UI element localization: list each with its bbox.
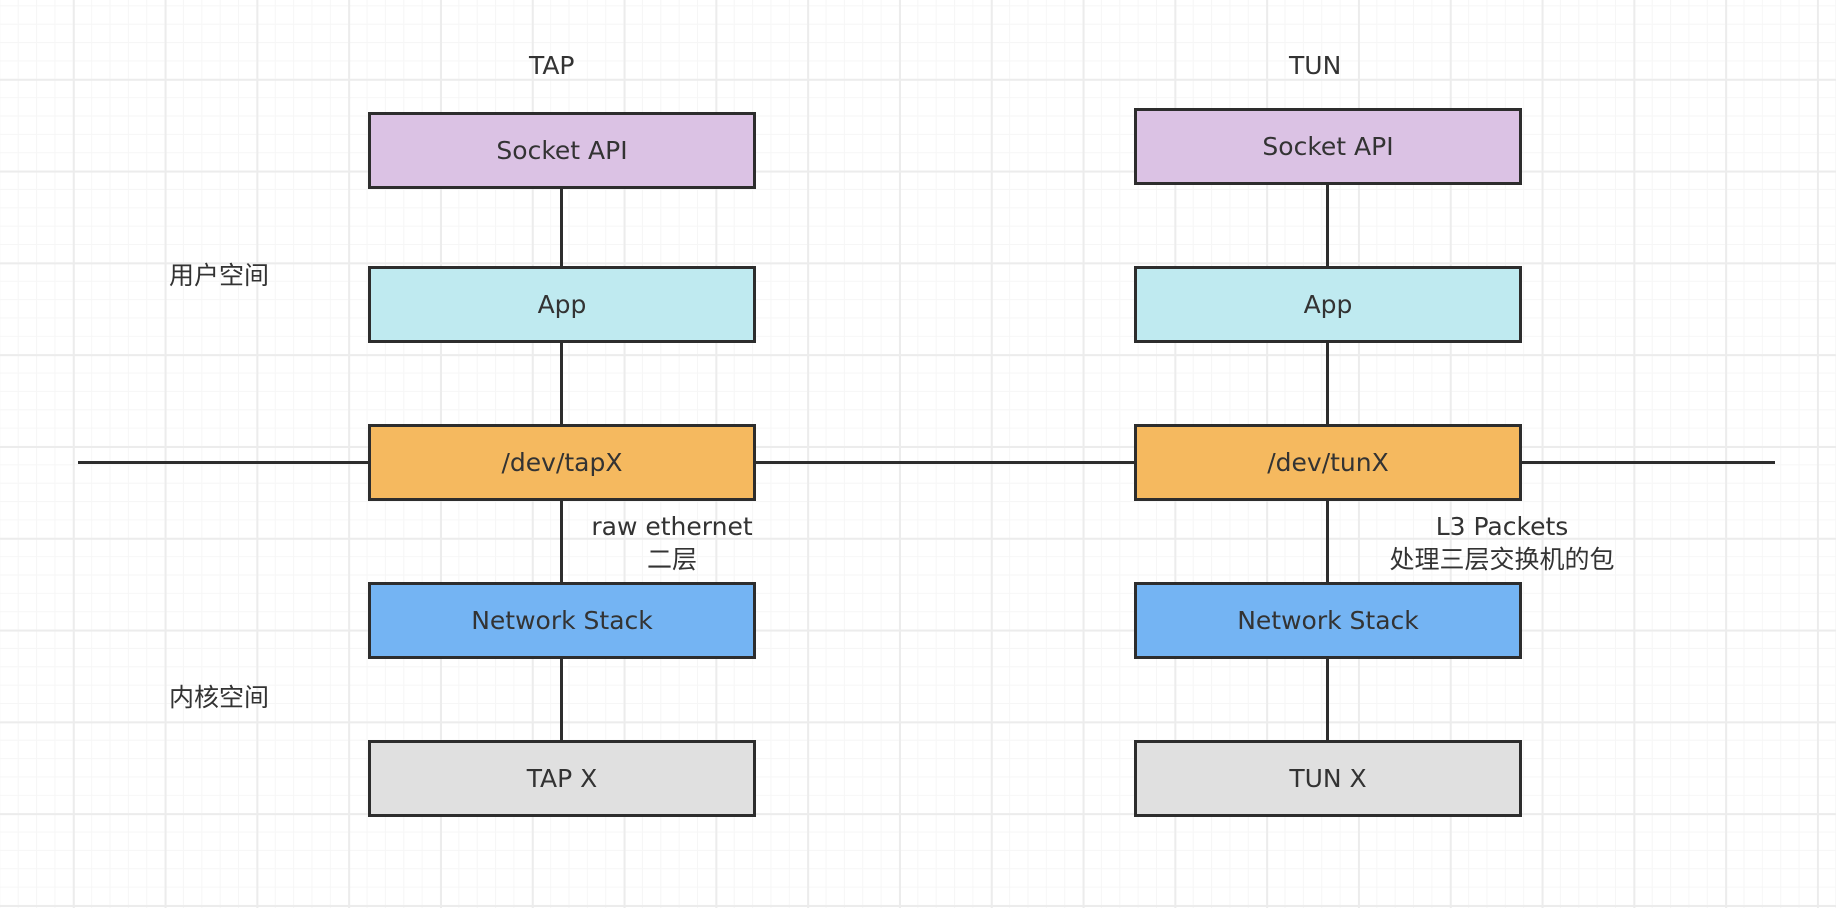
tun-app-box: App (1134, 266, 1522, 343)
tun-network-stack-box: Network Stack (1134, 582, 1522, 659)
tap-link-label: raw ethernet 二层 (582, 510, 762, 576)
tap-app-box: App (368, 266, 756, 343)
tun-column-title: TUN (1289, 51, 1342, 80)
tun-socket-api-box: Socket API (1134, 108, 1522, 185)
boundary-line-right (1519, 461, 1775, 464)
tap-connector-socket-app (560, 187, 563, 268)
tun-link-label-line2: 处理三层交换机的包 (1389, 545, 1615, 574)
tun-connector-device-stack (1326, 499, 1329, 584)
tap-connector-app-device (560, 341, 563, 426)
tun-device-box: /dev/tunX (1134, 424, 1522, 501)
tun-connector-stack-interface (1326, 657, 1329, 742)
tap-connector-stack-interface (560, 657, 563, 742)
tap-connector-device-stack (560, 499, 563, 584)
tap-link-label-line2: 二层 (646, 545, 697, 574)
tap-column-title: TAP (529, 51, 575, 80)
tun-connector-app-device (1326, 341, 1329, 426)
tap-device-box: /dev/tapX (368, 424, 756, 501)
boundary-line-middle (753, 461, 1136, 464)
tap-interface-box: TAP X (368, 740, 756, 817)
tun-interface-box: TUN X (1134, 740, 1522, 817)
tap-network-stack-box: Network Stack (368, 582, 756, 659)
kernel-space-label: 内核空间 (169, 683, 270, 712)
tap-link-label-line1: raw ethernet (591, 512, 753, 541)
tun-connector-socket-app (1326, 183, 1329, 268)
boundary-line-left (78, 461, 370, 464)
tun-link-label: L3 Packets 处理三层交换机的包 (1372, 510, 1632, 576)
tun-link-label-line1: L3 Packets (1435, 512, 1569, 541)
tap-socket-api-box: Socket API (368, 112, 756, 189)
user-space-label: 用户空间 (169, 261, 270, 290)
